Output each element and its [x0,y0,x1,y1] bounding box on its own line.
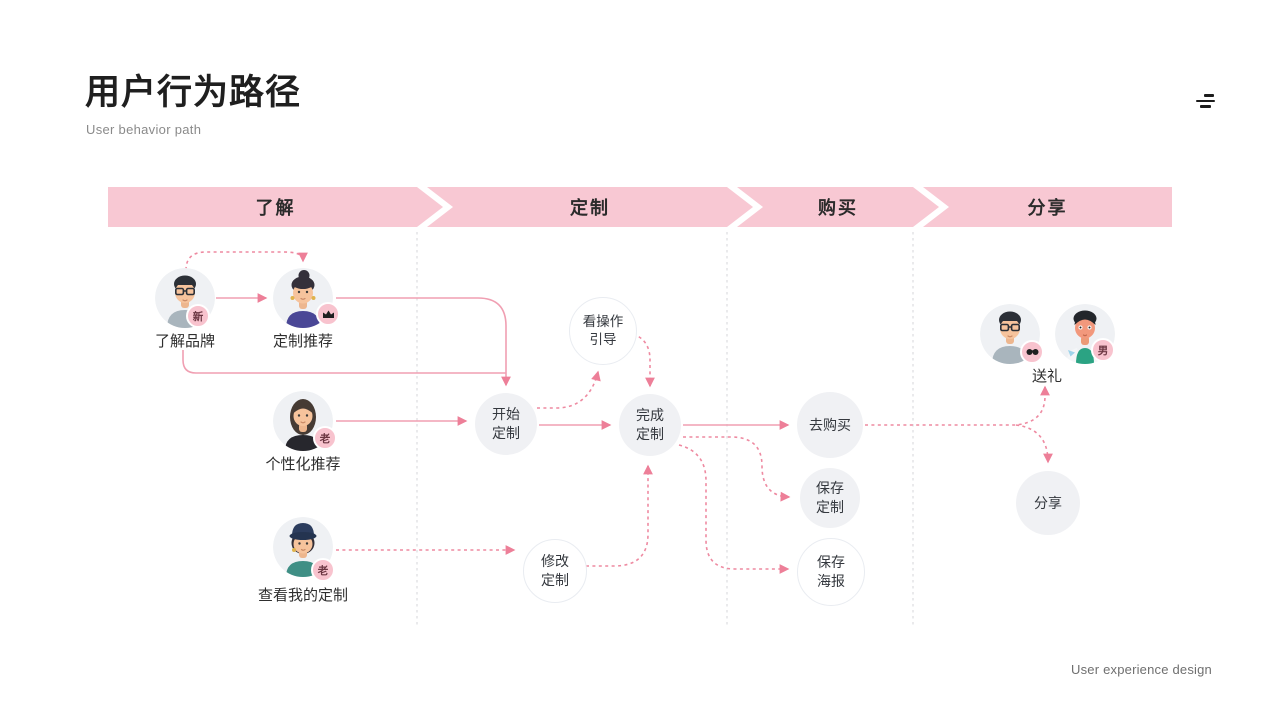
actor-label-personal-recommend: 个性化推荐 [265,456,341,473]
actor-label-custom-recommend: 定制推荐 [272,333,333,350]
stage-share: 分享 [923,187,1172,227]
connector-brand-to-recommend-top [185,251,308,271]
avatar-gift-young-man: 男 [1055,304,1115,364]
old-user-badge: 老 [313,426,337,450]
connector-modify-to-finish [586,464,653,567]
stage-bar: 了解 定制 购买 分享 [108,187,1172,227]
three-bars-logo-icon [1196,93,1216,109]
node-save-poster: 保存 海报 [797,538,865,606]
connector-guide-to-finish [632,333,655,388]
avatar-man-with-glasses: 新 [155,268,215,328]
node-go-buy: 去购买 [797,392,863,458]
actor-label-know-brand: 了解品牌 [154,333,215,350]
node-save-custom: 保存 定制 [800,468,860,528]
connector-buy-to-share [1015,424,1053,464]
sunglasses-icon [1020,340,1044,364]
avatar-gift-man-glasses [980,304,1044,364]
connector-start-to-guide [537,370,601,409]
node-view-guide: 看操作 引导 [569,297,637,365]
connector-finish-to-save-custom [683,436,791,502]
avatar-woman-long-hair: 老 [273,391,337,451]
page-title: 用户行为路径 [85,73,302,112]
avatar-woman-with-bun [273,268,340,328]
connector-buy-to-gift [865,385,1050,426]
actor-label-gift: 送礼 [1031,368,1062,385]
stage-purchase: 购买 [737,187,939,227]
node-modify-custom: 修改 定制 [523,539,587,603]
avatar-woman-with-hat: 老 [273,517,335,582]
node-share: 分享 [1016,471,1080,535]
page-subtitle: User behavior path [86,122,202,137]
connector-brand-to-start [182,350,506,374]
connector-recommend-to-start [336,297,511,387]
stage-understand: 了解 [108,187,443,227]
connector-finish-to-save-poster [678,444,790,574]
stage-customize: 定制 [427,187,753,227]
node-finish-custom: 完成 定制 [619,394,681,456]
actor-label-view-my-custom: 查看我的定制 [257,587,348,604]
node-start-custom: 开始 定制 [475,393,537,455]
male-badge: 男 [1091,338,1115,362]
old-user-badge: 老 [311,558,335,582]
new-user-badge: 新 [186,304,210,328]
crown-icon [316,302,340,326]
footer-credit: User experience design [1071,662,1212,677]
